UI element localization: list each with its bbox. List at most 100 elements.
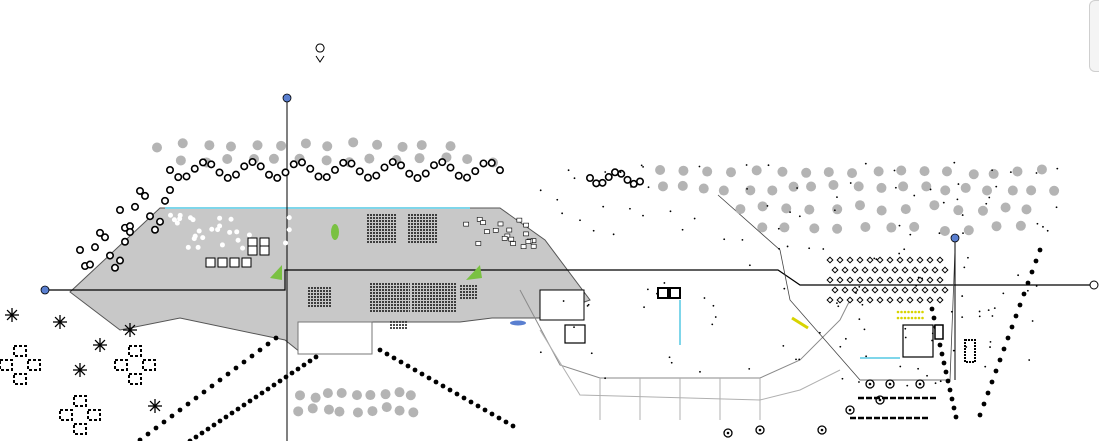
shrub	[273, 173, 282, 182]
paving-marker	[836, 296, 844, 304]
shrub	[289, 370, 295, 376]
shrub	[372, 171, 381, 180]
shrub	[265, 341, 271, 347]
plaza-dot	[929, 188, 932, 191]
plaza-edge	[717, 194, 956, 381]
tree-canopy	[416, 140, 427, 151]
plaza-dot	[988, 196, 991, 199]
table-marker	[187, 215, 193, 221]
paving-marker	[856, 256, 864, 264]
shrub	[462, 173, 471, 182]
tree-canopy	[804, 204, 815, 215]
paving-marker	[876, 276, 884, 284]
stair	[539, 289, 585, 321]
shrub	[248, 158, 257, 167]
shrub	[468, 399, 474, 405]
panel-collapse-handle[interactable]	[1089, 0, 1099, 72]
yellow-accent	[791, 316, 809, 330]
plaza-dot	[858, 285, 861, 288]
star-shrub	[53, 315, 67, 329]
plaza-dot	[642, 165, 644, 168]
shrub	[137, 437, 143, 441]
plaza-dot	[1028, 359, 1031, 361]
plaza-dot	[836, 196, 838, 199]
plaza-dot	[836, 302, 838, 305]
shrub	[151, 225, 160, 234]
table-marker	[228, 216, 234, 222]
plaza-dot	[1035, 172, 1038, 174]
plaza-dot	[670, 361, 673, 364]
table-marker	[282, 240, 288, 246]
tree-canopy	[921, 181, 932, 192]
grid-bubble-icon[interactable]	[950, 233, 960, 243]
tree-canopy	[735, 204, 746, 215]
plaza-dot	[1017, 274, 1020, 277]
shrub	[322, 173, 331, 182]
shrub	[259, 390, 265, 396]
shrub	[951, 405, 957, 411]
shrub	[1013, 313, 1019, 319]
shrub	[174, 173, 183, 182]
plaza-dot	[837, 305, 840, 308]
paving-marker	[906, 276, 914, 284]
plaza-dot	[630, 185, 632, 188]
shrub	[249, 353, 255, 359]
plaza-dot	[1035, 285, 1038, 287]
table-marker	[492, 227, 499, 233]
seat-marker	[896, 316, 900, 320]
table-marker	[234, 229, 240, 235]
plaza-dot	[681, 228, 684, 231]
tree-canopy	[853, 181, 864, 192]
paving-marker	[826, 276, 834, 284]
star-shrub	[93, 338, 107, 352]
level-marker-icon[interactable]	[1089, 280, 1099, 290]
tree-canopy	[767, 185, 778, 196]
paving-marker	[926, 276, 934, 284]
shrub	[985, 390, 991, 396]
shrub	[297, 158, 306, 167]
tree-canopy	[896, 165, 907, 176]
table-marker	[463, 221, 469, 227]
paving-marker	[881, 286, 889, 294]
tree-canopy	[876, 182, 887, 193]
table-marker	[480, 220, 486, 225]
tree-canopy	[322, 388, 333, 399]
shrub	[235, 406, 241, 412]
shrub	[495, 166, 504, 175]
furniture-item	[217, 257, 228, 268]
seat-marker	[900, 316, 903, 320]
seating-block	[412, 283, 457, 312]
paving-marker	[936, 296, 944, 304]
grid-bubble-icon[interactable]	[40, 285, 50, 295]
table-marker	[174, 220, 180, 226]
reference-marker-icon[interactable]	[315, 43, 325, 63]
table-marker	[476, 217, 483, 222]
seat-marker	[907, 316, 910, 320]
shrub	[339, 158, 348, 167]
plaza-dot	[963, 266, 966, 269]
shrub	[76, 246, 85, 255]
planter-cluster	[114, 345, 156, 385]
shrub	[289, 160, 298, 169]
seat-marker	[917, 316, 921, 320]
plaza-dot	[1026, 289, 1029, 292]
property-line	[48, 269, 1090, 291]
plaza-dot	[699, 370, 701, 373]
furniture-item	[205, 257, 216, 268]
plaza-dot	[926, 374, 928, 377]
grid-bubble-icon[interactable]	[282, 93, 292, 103]
plaza-dot	[663, 282, 666, 284]
paving-marker	[856, 296, 864, 304]
tree-canopy	[677, 180, 688, 191]
plaza-dot	[875, 258, 878, 261]
plaza-dot	[858, 318, 861, 321]
tree-canopy	[1049, 185, 1060, 196]
plaza-dot	[746, 187, 748, 190]
plaza-dot	[789, 211, 791, 214]
paving-marker	[931, 286, 939, 294]
tree-grate	[915, 379, 925, 389]
shrub	[413, 173, 422, 182]
shrub	[398, 359, 404, 365]
shrub	[945, 378, 951, 384]
plaza-dot	[539, 189, 542, 192]
